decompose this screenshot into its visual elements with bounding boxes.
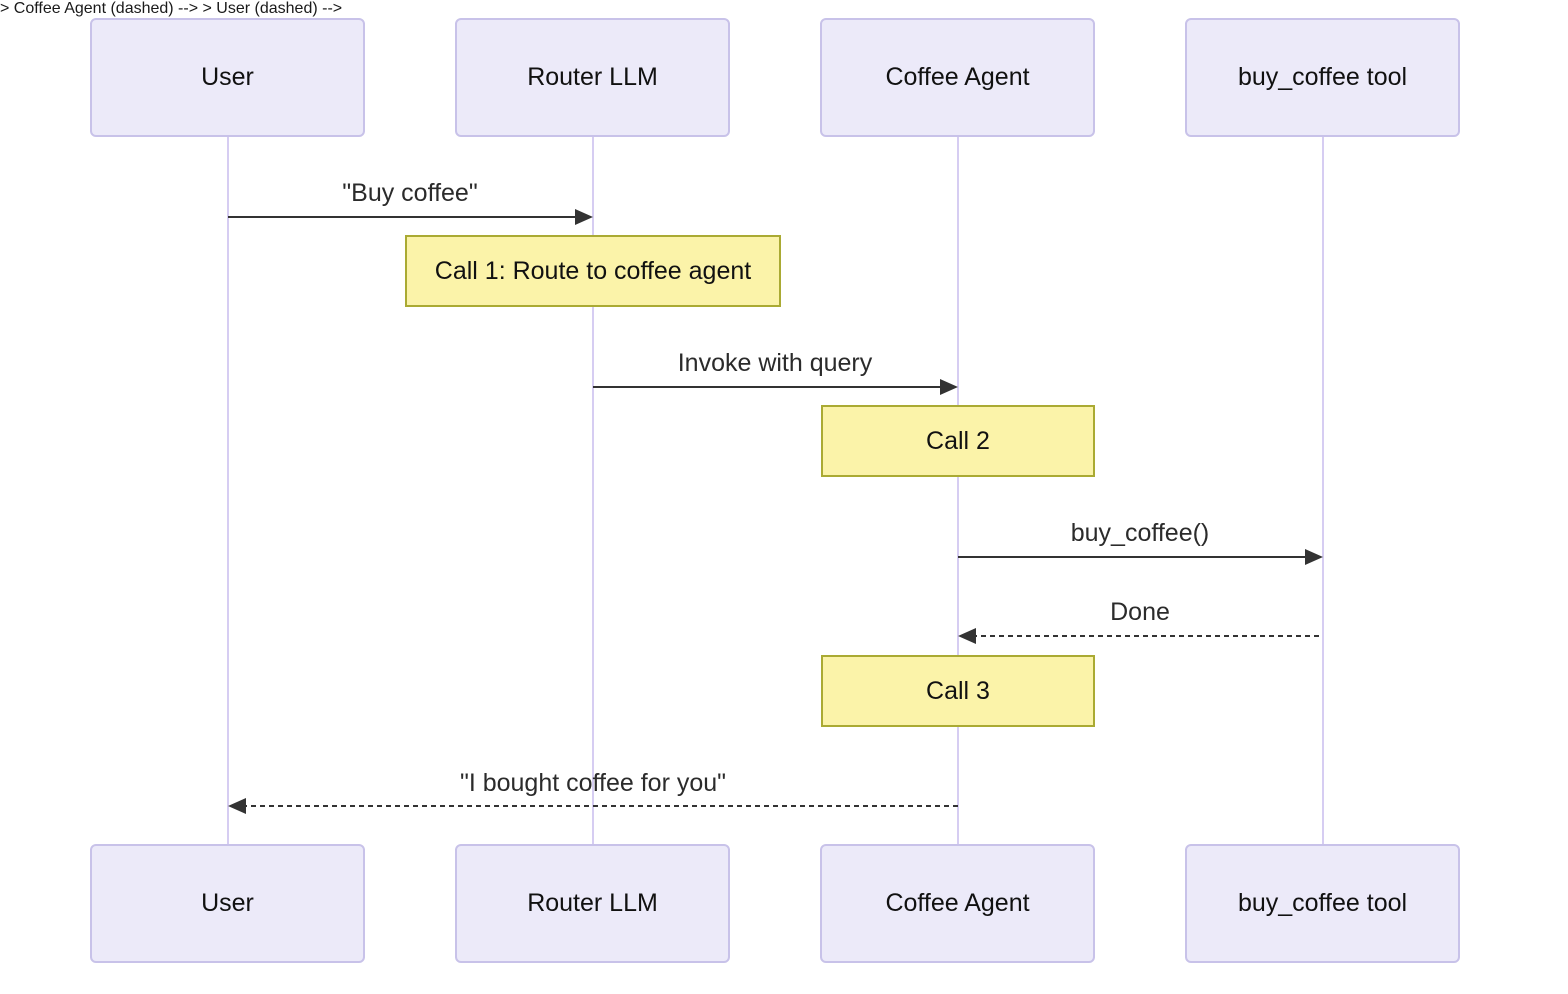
note-call-2: Call 2 [821,405,1095,477]
lifeline-router-llm [592,130,594,852]
note-call-1: Call 1: Route to coffee agent [405,235,781,307]
message-line-buy-coffee-call [958,556,1310,558]
message-label-buy-coffee-call: buy_coffee() [1070,519,1210,547]
lifeline-user [227,130,229,852]
message-label-invoke-with-query: Invoke with query [677,349,873,377]
participant-user-top: User [90,18,365,137]
participant-user-bottom: User [90,844,365,963]
participant-coffee-agent-bottom: Coffee Agent [820,844,1095,963]
participant-coffee-agent-top: Coffee Agent [820,18,1095,137]
arrowhead-left-icon [958,628,976,644]
participant-router-llm-top: Router LLM [455,18,730,137]
arrowhead-right-icon [575,209,593,225]
arrowhead-right-icon [1305,549,1323,565]
participant-router-llm-bottom: Router LLM [455,844,730,963]
message-label-buy-coffee: "Buy coffee" [342,179,478,207]
lifeline-coffee-agent [957,130,959,852]
message-line-invoke-with-query [593,386,945,388]
message-label-done: Done [1110,598,1170,626]
note-call-3: Call 3 [821,655,1095,727]
message-line-done [972,635,1323,637]
arrowhead-left-icon [228,798,246,814]
message-line-buy-coffee [228,216,580,218]
message-label-bought-coffee: "I bought coffee for you" [459,769,727,797]
participant-buy-coffee-tool-bottom: buy_coffee tool [1185,844,1460,963]
lifeline-buy-coffee-tool [1322,130,1324,852]
participant-buy-coffee-tool-top: buy_coffee tool [1185,18,1460,137]
arrowhead-right-icon [940,379,958,395]
message-line-bought-coffee [242,805,958,807]
